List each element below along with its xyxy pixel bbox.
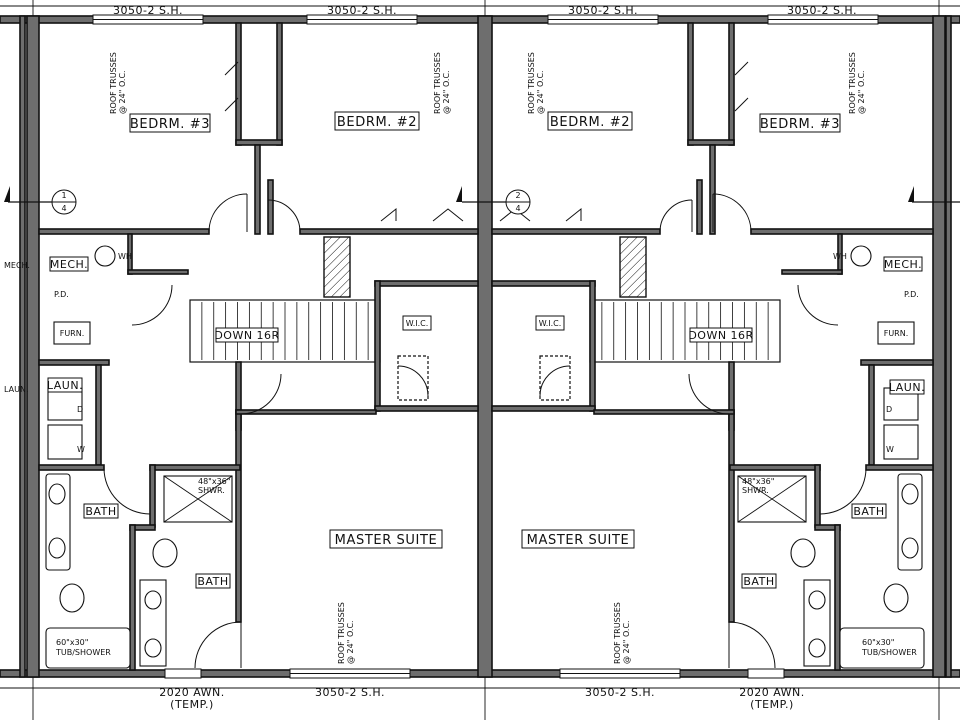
label-washer-left: W	[77, 445, 85, 454]
stair-treads-left	[201, 302, 369, 360]
room-bedroom-3-left: BEDRM. #3	[130, 117, 210, 132]
right-unit-walls	[491, 22, 934, 671]
stair-labels: DOWN 16R DOWN 16R	[214, 327, 753, 343]
label-shower-left: SHWR.	[198, 486, 225, 495]
tub-right	[839, 627, 925, 669]
room-wic-left: W.I.C.	[406, 319, 429, 328]
truss-note-6b: @ 24" O.C.	[622, 620, 631, 664]
window-label-top-4: 3050-2 S.H.	[787, 4, 857, 17]
fixtures-right	[737, 245, 925, 669]
label-washer-right: W	[886, 445, 894, 454]
section-marker-3	[908, 186, 960, 203]
fixture-labels: WH WH P.D. P.D. FURN. FURN. D W D W 48"x…	[54, 252, 919, 657]
room-mech-right: MECH.	[884, 258, 922, 271]
party-wall-right	[932, 15, 946, 678]
label-shower-right: SHWR.	[742, 486, 769, 495]
room-labels: BEDRM. #3 BEDRM. #2 BEDRM. #2 BEDRM. #3 …	[4, 111, 925, 589]
label-shower-size-left: 48"x36"	[198, 477, 230, 486]
fixtures-left	[45, 245, 233, 669]
label-furnace-left: FURN.	[60, 329, 85, 338]
label-tub-left: TUB/SHOWER	[55, 648, 111, 657]
awning-label-right: 2020 AWN.	[739, 686, 805, 699]
room-bath-left: BATH	[85, 505, 116, 518]
top-windows	[92, 14, 879, 25]
room-laundry-left: LAUN.	[47, 379, 83, 392]
left-unit-walls	[38, 22, 479, 671]
window-label-bottom-1: 3050-2 S.H.	[315, 686, 385, 699]
truss-note-4b: @ 24" O.C.	[857, 70, 866, 114]
label-tub-size-left: 60"x30"	[56, 638, 88, 647]
label-tub-size-right: 60"x30"	[862, 638, 894, 647]
label-wh-right: WH	[833, 252, 847, 261]
door-swings	[103, 61, 867, 669]
exterior-walls	[0, 15, 960, 678]
truss-note-3a: ROOF TRUSSES	[527, 52, 536, 114]
label-tub-right: TUB/SHOWER	[861, 648, 917, 657]
label-pd-right: P.D.	[904, 290, 919, 299]
truss-note-6a: ROOF TRUSSES	[613, 602, 622, 664]
truss-note-4a: ROOF TRUSSES	[848, 52, 857, 114]
room-laundry-right: LAUN.	[889, 381, 925, 394]
room-wic-right: W.I.C.	[539, 319, 562, 328]
truss-note-2b: @ 24" O.C.	[442, 70, 451, 114]
tub-left	[45, 627, 131, 669]
stair-label-left: DOWN 16R	[214, 329, 279, 342]
label-shower-size-right: 48"x36"	[742, 477, 774, 486]
room-master-bath-left: BATH	[197, 575, 228, 588]
truss-note-5b: @ 24" O.C.	[346, 620, 355, 664]
stair-label-right: DOWN 16R	[688, 329, 753, 342]
window-label-top-2: 3050-2 S.H.	[327, 4, 397, 17]
section-marker-2: 2 4	[456, 186, 531, 215]
room-master-suite-right: MASTER SUITE	[527, 533, 630, 548]
room-master-bath-right: BATH	[743, 575, 774, 588]
truss-note-1b: @ 24" O.C.	[118, 70, 127, 114]
section-marker-1: 1 4	[4, 186, 77, 215]
bottom-windows	[164, 668, 785, 679]
marker-1-bottom: 4	[61, 204, 66, 213]
label-dryer-right: D	[886, 405, 892, 414]
window-labels: 3050-2 S.H. 3050-2 S.H. 3050-2 S.H. 3050…	[113, 4, 857, 711]
truss-note-5a: ROOF TRUSSES	[337, 602, 346, 664]
party-wall-center	[477, 15, 493, 678]
water-heater-right	[850, 245, 872, 267]
label-wh-left: WH	[118, 252, 132, 261]
room-master-suite-left: MASTER SUITE	[335, 533, 438, 548]
furnace-left	[53, 321, 91, 345]
furnace-right	[877, 321, 915, 345]
label-dryer-left: D	[77, 405, 83, 414]
room-mech-left: MECH.	[50, 258, 88, 271]
marker-2-bottom: 4	[515, 204, 520, 213]
water-heater-left	[94, 245, 116, 267]
window-label-bottom-2: 3050-2 S.H.	[585, 686, 655, 699]
label-furnace-right: FURN.	[884, 329, 909, 338]
roof-truss-notes: ROOF TRUSSES @ 24" O.C. ROOF TRUSSES @ 2…	[109, 52, 866, 664]
room-bedroom-3-right: BEDRM. #3	[760, 117, 840, 132]
room-bedroom-2-left: BEDRM. #2	[337, 115, 417, 130]
label-pd-left: P.D.	[54, 290, 69, 299]
marker-2-top: 2	[515, 191, 520, 200]
awning-temp-left: (TEMP.)	[170, 698, 214, 711]
room-bedroom-2-right: BEDRM. #2	[550, 115, 630, 130]
marker-1-top: 1	[61, 191, 66, 200]
awning-label-left: 2020 AWN.	[159, 686, 225, 699]
truss-note-2a: ROOF TRUSSES	[433, 52, 442, 114]
stair-treads-right	[601, 302, 769, 360]
party-wall-left	[26, 15, 40, 678]
room-edge-mech: MECH.	[4, 261, 30, 270]
room-edge-laun: LAUN.	[4, 385, 29, 394]
truss-note-1a: ROOF TRUSSES	[109, 52, 118, 114]
window-label-top-1: 3050-2 S.H.	[113, 4, 183, 17]
room-bath-right: BATH	[853, 505, 884, 518]
awning-temp-right: (TEMP.)	[750, 698, 794, 711]
window-label-top-3: 3050-2 S.H.	[568, 4, 638, 17]
truss-note-3b: @ 24" O.C.	[536, 70, 545, 114]
